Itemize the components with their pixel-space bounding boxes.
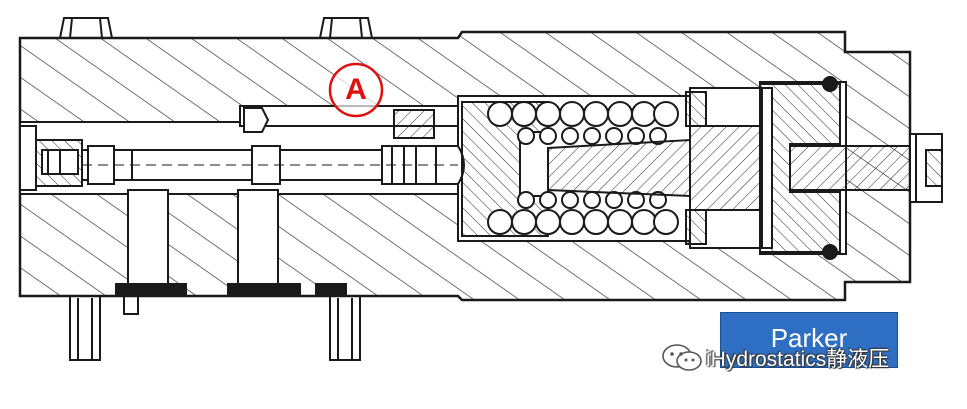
parker-brand-text: Parker bbox=[770, 323, 848, 353]
top-bolt-right bbox=[318, 17, 374, 39]
adjuster-cap bbox=[759, 76, 841, 260]
callout-label-a: A bbox=[345, 73, 367, 106]
adjusting-screw bbox=[789, 133, 943, 203]
watermark-text: iHydrostatics静液压 bbox=[706, 348, 890, 371]
parker-brand-box: Parker bbox=[720, 312, 898, 368]
bottom-stud-right bbox=[329, 296, 361, 361]
spring-coils-top bbox=[487, 101, 679, 145]
watermark: iHydrostatics静液压 bbox=[660, 342, 960, 374]
top-bolt-left bbox=[58, 17, 114, 39]
callout-circle bbox=[328, 62, 384, 118]
bottom-stud-left bbox=[69, 295, 139, 361]
wechat-icon bbox=[662, 344, 702, 371]
bottom-seals bbox=[115, 283, 347, 295]
check-ball bbox=[243, 107, 270, 133]
left-end-plug bbox=[19, 125, 83, 191]
spool bbox=[81, 145, 465, 185]
spring-coils-bottom bbox=[487, 191, 679, 235]
orifice-plug bbox=[393, 109, 435, 139]
